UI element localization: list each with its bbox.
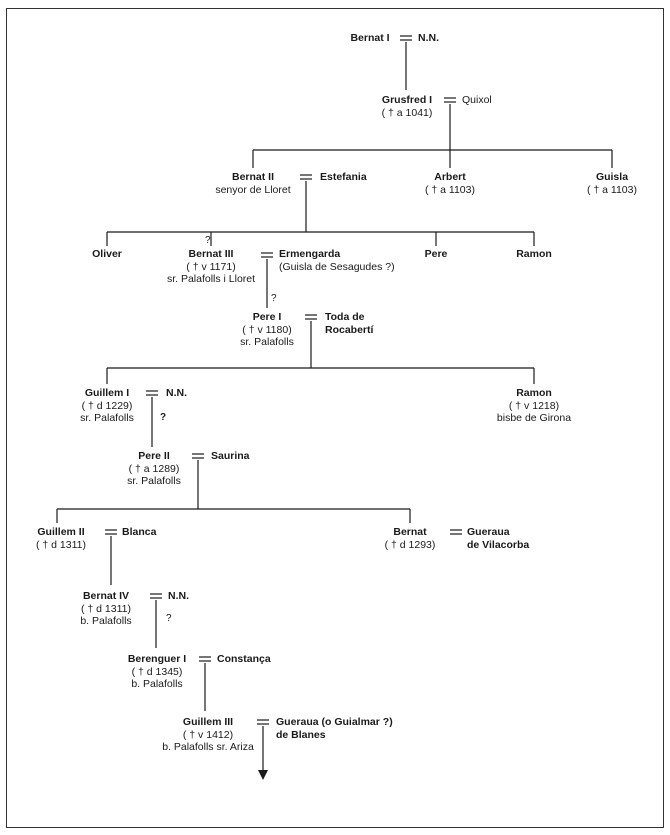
- person-pere: Pere: [411, 248, 461, 261]
- person-name: Guisla: [595, 171, 629, 183]
- person-bernat-ii: Bernat II senyor de Lloret: [203, 171, 303, 196]
- person-bernat-iv: Bernat IV ( † d 1311) b. Palafolls: [66, 590, 146, 628]
- person-name: Berenguer I: [127, 653, 187, 665]
- person-info: ( † v 1171): [186, 260, 236, 273]
- person-arbert: Arbert ( † a 1103): [410, 171, 490, 196]
- continuation-arrow: [258, 770, 268, 780]
- person-grusfred-i: Grusfred I ( † a 1041): [370, 94, 444, 119]
- question-mark: ?: [160, 412, 167, 423]
- person-name: Pere II: [138, 450, 170, 462]
- person-berenguer-i: Berenguer I ( † d 1345) b. Palafolls: [114, 653, 200, 691]
- spouse-name-line2: de Vilacorba: [467, 538, 530, 551]
- person-name: Pere I: [252, 311, 282, 323]
- person-name: Guillem I: [84, 387, 130, 399]
- person-pere-ii: Pere II ( † a 1289) sr. Palafolls: [114, 450, 194, 488]
- person-name: Bernat III: [188, 248, 234, 260]
- spouse-name: Saurina: [211, 450, 250, 462]
- person-info: ( † v 1412): [182, 728, 234, 741]
- person-title: bisbe de Girona: [496, 412, 572, 424]
- marriage-symbols: [105, 35, 462, 725]
- spouse-bernat: Gueraua de Vilacorba: [467, 526, 529, 551]
- person-guisla: Guisla ( † a 1103): [572, 171, 652, 196]
- person-name: Grusfred I: [381, 94, 433, 106]
- person-title: b. Palafolls: [80, 615, 132, 627]
- spouse-name: Ermengarda: [279, 248, 341, 260]
- person-oliver: Oliver: [77, 248, 137, 261]
- person-info: ( † v 1218): [508, 399, 560, 412]
- spouse-bernat-i: N.N.: [418, 32, 439, 45]
- spouse-guillem-iii: Gueraua (o Guialmar ?) de Blanes: [276, 716, 393, 741]
- person-title: sr. Palafolls: [240, 336, 294, 348]
- person-info: ( † d 1311): [35, 538, 86, 551]
- person-info: ( † a 1103): [424, 183, 475, 196]
- person-info: senyor de Lloret: [215, 183, 291, 196]
- person-info: ( † d 1293): [384, 538, 436, 551]
- spouse-pere-i: Toda de Rocabertí: [325, 311, 373, 336]
- spouse-name: Gueraua (o Guialmar ?): [276, 716, 393, 728]
- person-info: ( † d 1229): [81, 399, 133, 412]
- person-name: Ramon: [516, 387, 552, 399]
- spouse-berenguer-i: Constança: [217, 653, 271, 666]
- person-name: Bernat II: [231, 171, 274, 183]
- person-guillem-ii: Guillem II ( † d 1311): [26, 526, 96, 551]
- person-info: ( † a 1103): [586, 183, 637, 196]
- person-info: ( † v 1180): [242, 323, 292, 336]
- person-name: Bernat I: [350, 32, 390, 44]
- spouse-bernat-iv: N.N.: [168, 590, 189, 603]
- spouse-note: (Guisla de Sesagudes ?): [279, 260, 395, 273]
- spouse-name: Toda de: [325, 311, 365, 323]
- descent-lines: [56, 42, 613, 772]
- question-mark: ?: [271, 293, 277, 304]
- person-name: Bernat: [393, 526, 427, 538]
- person-bernat-iii: Bernat III ( † v 1171) sr. Palafolls i L…: [151, 248, 271, 286]
- spouse-name: Constança: [217, 653, 271, 665]
- spouse-name: Gueraua: [467, 526, 510, 538]
- person-info: ( † a 1041): [381, 106, 433, 119]
- person-name: Guillem III: [182, 716, 234, 728]
- person-title: sr. Palafolls i Lloret: [166, 273, 256, 285]
- person-bernat: Bernat ( † d 1293): [370, 526, 450, 551]
- spouse-grusfred-i: Quixol: [462, 94, 492, 107]
- person-info: ( † a 1289): [128, 462, 180, 475]
- person-info: ( † d 1311): [80, 602, 131, 615]
- person-title: b. Palafolls sr. Ariza: [162, 741, 254, 753]
- spouse-guillem-ii: Blanca: [122, 526, 156, 539]
- spouse-name-line2: Rocabertí: [325, 323, 374, 336]
- person-name: Oliver: [92, 248, 122, 260]
- spouse-name: N.N.: [166, 387, 187, 399]
- question-mark: ?: [166, 613, 172, 624]
- spouse-name-line2: de Blanes: [276, 728, 326, 741]
- spouse-bernat-iii: Ermengarda (Guisla de Sesagudes ?): [279, 248, 395, 273]
- person-guillem-iii: Guillem III ( † v 1412) b. Palafolls sr.…: [148, 716, 268, 754]
- person-name: Guillem II: [37, 526, 85, 538]
- person-title: b. Palafolls: [131, 678, 183, 690]
- person-info: ( † d 1345): [131, 665, 183, 678]
- person-name: Ramon: [516, 248, 552, 260]
- spouse-name: N.N.: [168, 590, 189, 602]
- person-title: sr. Palafolls: [80, 412, 134, 424]
- person-name: Pere: [424, 248, 448, 260]
- spouse-name: Quixol: [462, 94, 492, 106]
- person-name: Bernat IV: [82, 590, 130, 602]
- person-name: Arbert: [434, 171, 466, 183]
- person-ramon-b: Ramon ( † v 1218) bisbe de Girona: [484, 387, 584, 425]
- spouse-name: Blanca: [122, 526, 157, 538]
- spouse-name: N.N.: [418, 32, 439, 44]
- spouse-bernat-ii: Estefania: [320, 171, 367, 184]
- person-title: sr. Palafolls: [127, 475, 181, 487]
- question-mark: ?: [205, 235, 211, 246]
- person-guillem-i: Guillem I ( † d 1229) sr. Palafolls: [66, 387, 148, 425]
- chart-frame: [6, 8, 664, 828]
- spouse-name: Estefania: [320, 171, 367, 183]
- person-ramon-a: Ramon: [504, 248, 564, 261]
- person-bernat-i: Bernat I: [340, 32, 400, 45]
- person-pere-i: Pere I ( † v 1180) sr. Palafolls: [227, 311, 307, 349]
- spouse-guillem-i: N.N.: [166, 387, 187, 400]
- spouse-pere-ii: Saurina: [211, 450, 250, 463]
